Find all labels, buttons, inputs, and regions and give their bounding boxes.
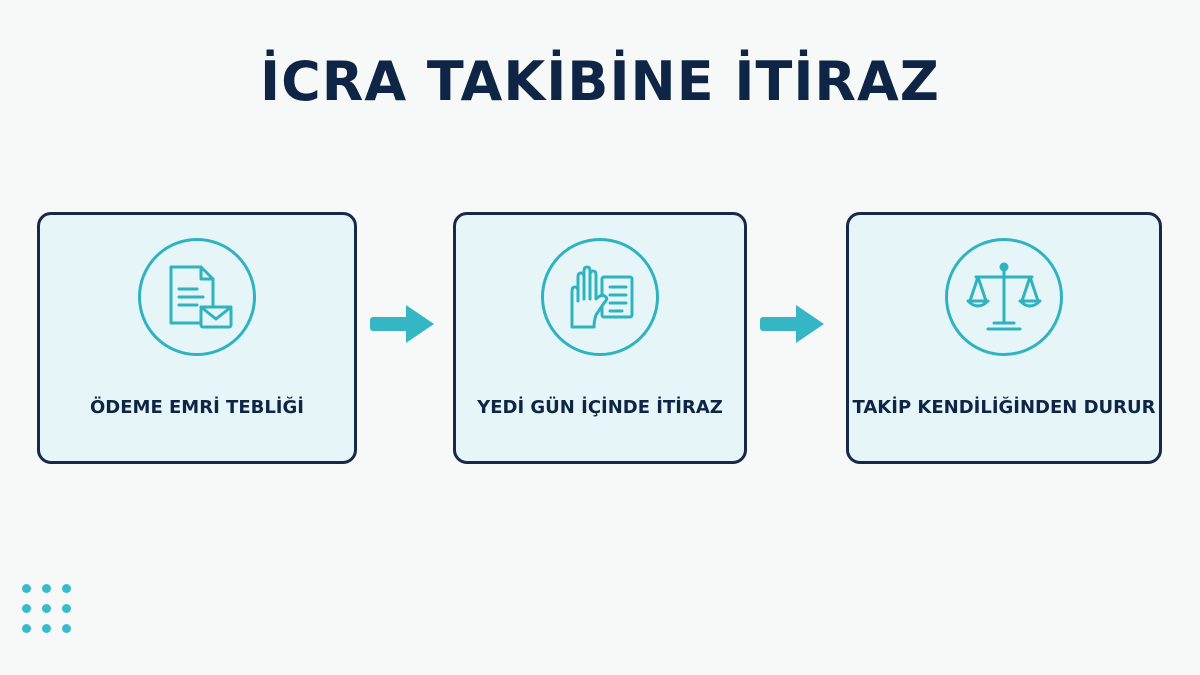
step-label: TAKİP KENDİLİĞİNDEN DURUR	[852, 397, 1156, 418]
document-mail-icon	[138, 238, 256, 356]
scales-icon	[945, 238, 1063, 356]
step-card-takip-durur: TAKİP KENDİLİĞİNDEN DURUR	[846, 212, 1162, 464]
step-label: YEDİ GÜN İÇİNDE İTİRAZ	[477, 397, 723, 418]
step-card-yedi-gun: YEDİ GÜN İÇİNDE İTİRAZ	[453, 212, 747, 464]
hand-document-icon	[541, 238, 659, 356]
step-card-odeme-emri: ÖDEME EMRİ TEBLİĞİ	[37, 212, 357, 464]
arrow-right-icon	[760, 305, 824, 343]
step-label: ÖDEME EMRİ TEBLİĞİ	[90, 397, 304, 418]
dot-grid-icon	[22, 584, 74, 636]
page-title: İCRA TAKİBİNE İTİRAZ	[260, 50, 940, 113]
arrow-right-icon	[370, 305, 434, 343]
